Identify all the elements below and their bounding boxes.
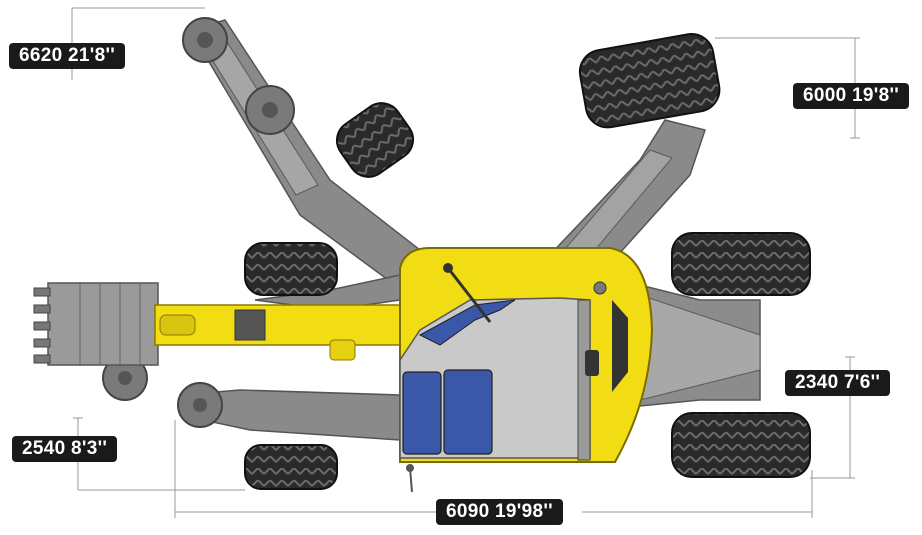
engine-grille: [612, 300, 628, 392]
seat-left: [402, 371, 442, 455]
upper-left-leg: [182, 17, 422, 287]
upper-right-leg: [543, 33, 721, 276]
dimension-label-boom-reach: 6620 21'8'': [9, 43, 126, 69]
dimension-label-overall-length: 6090 19'98'': [436, 499, 563, 525]
dimension-lines: [71, 7, 860, 518]
dimension-label-front-track: 2540 8'3'': [12, 436, 118, 462]
bucket: [33, 282, 159, 366]
tire-right-upper: [671, 232, 811, 296]
left-frame: [102, 242, 401, 490]
tire-right-lower: [671, 412, 811, 478]
seat-right: [443, 369, 493, 455]
main-body: [399, 247, 654, 493]
tire-left-upper: [244, 242, 338, 296]
dimension-label-rear-track: 2340 7'6'': [785, 370, 891, 396]
dimension-label-right-leg-reach: 6000 19'8'': [793, 83, 910, 109]
tire-left-lower: [244, 444, 338, 490]
